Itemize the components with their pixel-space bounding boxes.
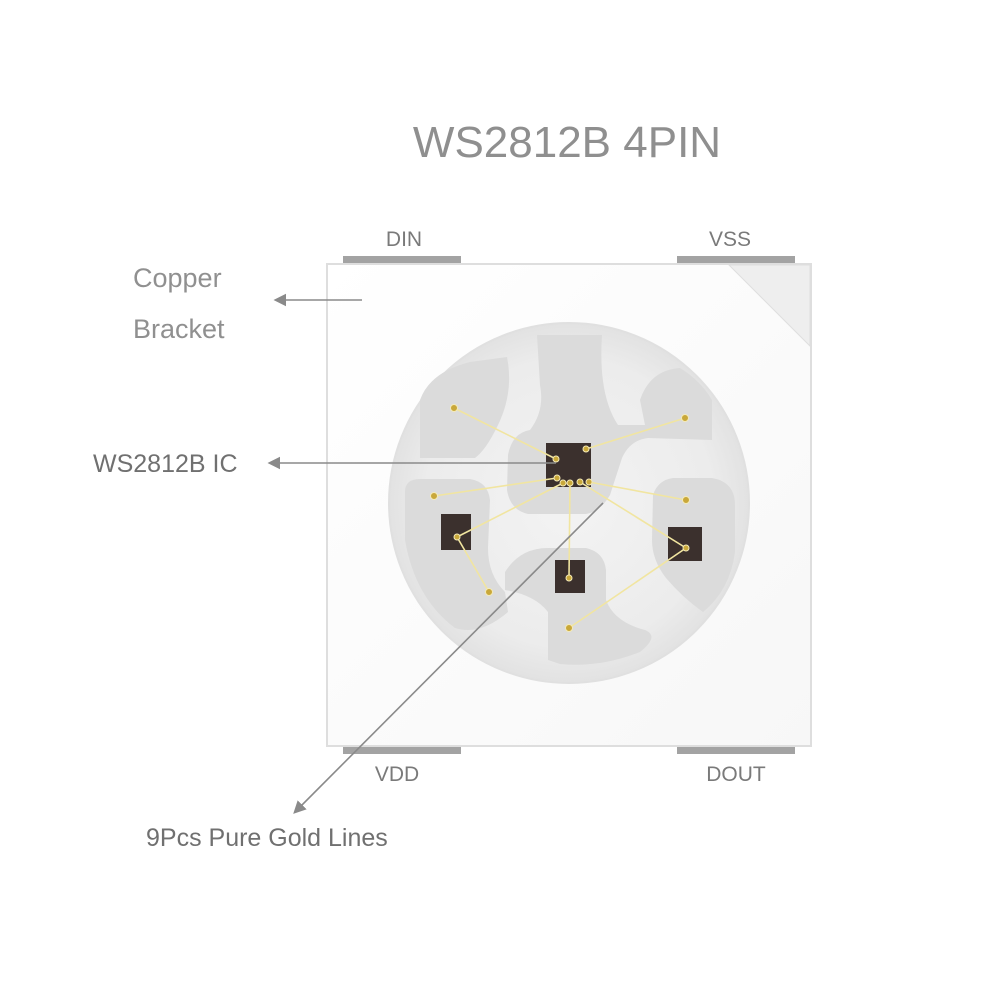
pin-label-din: DIN: [386, 228, 422, 251]
bond-points: [430, 404, 690, 632]
callout-ws2812b-ic: WS2812B IC: [93, 450, 238, 478]
callout-copper-line2: Bracket: [133, 314, 225, 344]
arrow-gold-lines: [293, 502, 604, 814]
copper-pad-top-left: [420, 357, 510, 458]
pin-label-dout: DOUT: [706, 763, 766, 786]
callout-gold-lines: 9Pcs Pure Gold Lines: [146, 824, 388, 852]
copper-pad-bottom: [505, 548, 652, 665]
copper-pad-left: [405, 479, 508, 630]
pin-pad-vss: [677, 256, 795, 265]
pin-pad-dout: [677, 745, 795, 754]
gold-wires: [433, 407, 687, 629]
corner-chamfer: [727, 264, 811, 348]
pin-pad-din: [343, 256, 461, 265]
diagram-title: WS2812B 4PIN: [413, 118, 721, 167]
led-die-right: [668, 527, 702, 561]
callout-copper-line1: Copper: [133, 263, 222, 293]
pin-label-vdd: VDD: [375, 763, 419, 786]
pin-pad-vdd: [343, 745, 461, 754]
pin-label-vss: VSS: [709, 228, 751, 251]
